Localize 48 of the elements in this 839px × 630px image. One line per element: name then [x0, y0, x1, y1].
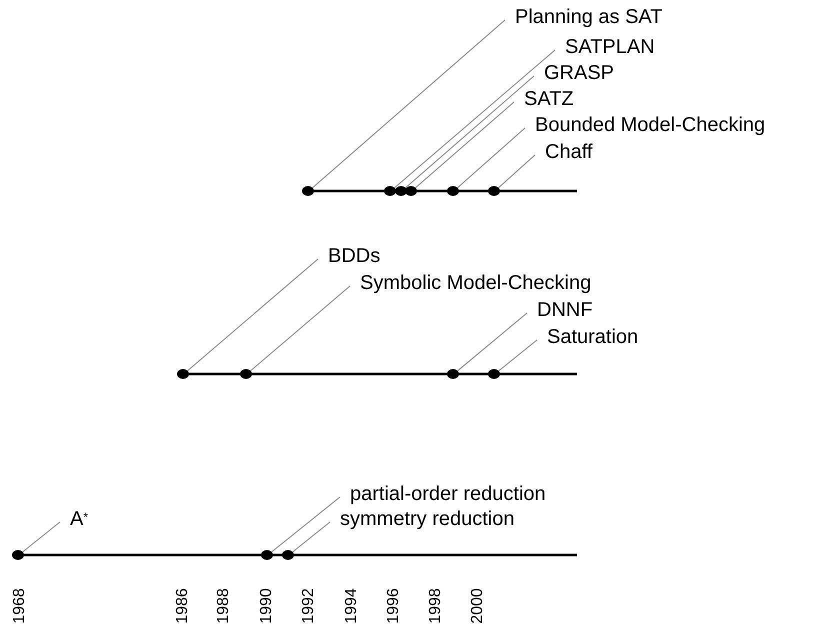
leader-line [22, 522, 60, 552]
year-label: 1988 [215, 588, 233, 624]
event-label: GRASP [544, 62, 614, 84]
timeline-dot [447, 369, 459, 379]
timeline-dot [240, 369, 252, 379]
year-label: 1994 [343, 588, 361, 624]
event-label: symmetry reduction [340, 508, 514, 530]
leader-line [457, 128, 526, 188]
timeline-dot [447, 186, 459, 196]
year-label: 1990 [258, 588, 276, 624]
timeline-dot [395, 186, 407, 196]
event-label: Planning as SAT [515, 6, 662, 28]
event-label: SATPLAN [565, 36, 655, 58]
event-label: Saturation [547, 326, 638, 348]
leader-line [415, 102, 514, 188]
timeline-dot [177, 369, 189, 379]
event-label: SATZ [524, 88, 574, 110]
event-label: A$^{*}$ [70, 508, 88, 530]
year-label: 1998 [427, 588, 445, 624]
year-label: 1986 [174, 588, 192, 624]
timeline-dot [488, 186, 500, 196]
leader-line [187, 258, 318, 372]
timeline-dot [405, 186, 417, 196]
timeline-dot [12, 550, 24, 560]
leader-line [498, 340, 538, 372]
event-label: Symbolic Model-Checking [360, 272, 592, 294]
leader-line [394, 50, 556, 188]
leader-line [292, 522, 330, 552]
event-label: Chaff [545, 141, 592, 163]
event-label: Bounded Model-Checking [535, 114, 766, 136]
timeline-dot [488, 369, 500, 379]
leader-line [250, 286, 350, 372]
year-label: 1996 [385, 588, 403, 624]
leader-line [271, 496, 340, 552]
event-label: DNNF [537, 299, 593, 321]
leader-line [312, 20, 506, 188]
timeline-dot [384, 186, 396, 196]
event-label: partial-order reduction [350, 483, 546, 505]
year-label: 2000 [469, 588, 487, 624]
leader-line [457, 312, 528, 372]
year-label: 1968 [11, 588, 29, 624]
year-label: 1992 [300, 588, 318, 624]
timeline-dot [282, 550, 294, 560]
timeline-dot [261, 550, 273, 560]
leader-line [405, 76, 534, 188]
event-label: BDDs [328, 245, 380, 267]
timeline-dot [302, 186, 314, 196]
leader-line [498, 154, 536, 188]
